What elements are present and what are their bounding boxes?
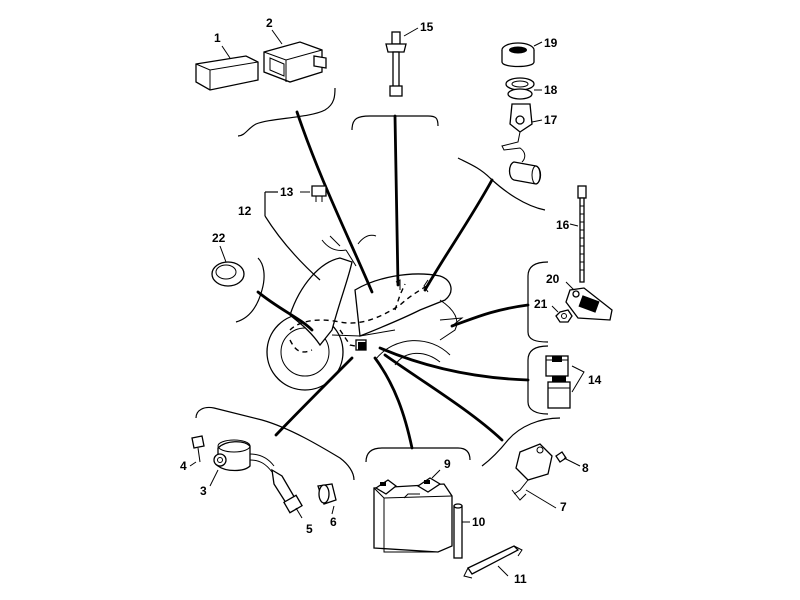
part-1-cdi-unit xyxy=(195,45,259,91)
label-7: 7 xyxy=(560,500,567,514)
part-22-horn xyxy=(211,245,245,287)
label-19: 19 xyxy=(544,36,558,50)
part-10-tube xyxy=(453,503,470,559)
label-17: 17 xyxy=(544,113,558,127)
callout-brackets xyxy=(195,87,561,481)
leader-wires xyxy=(256,110,530,450)
label-21: 21 xyxy=(534,297,548,311)
part-16-cable-tie xyxy=(569,185,587,283)
part-11-band xyxy=(463,545,523,579)
part-15-sensor xyxy=(385,27,419,97)
part-7-sensor xyxy=(511,443,557,509)
label-12: 12 xyxy=(238,204,252,218)
label-9: 9 xyxy=(444,457,451,471)
part-17-sender-unit xyxy=(501,103,543,185)
label-16: 16 xyxy=(556,218,570,232)
label-13: 13 xyxy=(280,185,294,199)
label-15: 15 xyxy=(420,20,434,34)
part-6-cap xyxy=(317,483,337,515)
part-3-ignition-coil xyxy=(209,439,275,487)
part-13-fuse xyxy=(300,185,327,202)
label-11: 11 xyxy=(514,572,527,586)
label-5: 5 xyxy=(306,522,313,536)
label-10: 10 xyxy=(472,515,486,529)
label-4: 4 xyxy=(180,459,187,473)
part-2-regulator xyxy=(263,29,327,83)
label-20: 20 xyxy=(546,272,560,286)
part-4-bolt xyxy=(189,435,205,467)
part-8-screw xyxy=(555,451,581,467)
scooter-illustration xyxy=(266,234,464,391)
label-8: 8 xyxy=(582,461,589,475)
part-9-battery xyxy=(373,469,453,553)
label-6: 6 xyxy=(330,515,337,529)
label-22: 22 xyxy=(212,231,226,245)
label-18: 18 xyxy=(544,83,558,97)
label-1: 1 xyxy=(214,31,221,45)
part-19-grommet xyxy=(501,41,543,68)
part-21-nut xyxy=(551,305,573,323)
label-2: 2 xyxy=(266,16,273,30)
part-18-ring xyxy=(505,77,542,100)
part-20-bracket xyxy=(565,281,613,321)
label-3: 3 xyxy=(200,484,207,498)
part-labels: 1 2 3 4 5 6 7 8 9 10 11 12 13 14 15 16 1… xyxy=(180,16,602,586)
part-14-relays xyxy=(545,355,585,409)
part-5-plug-cap xyxy=(271,468,303,519)
label-14: 14 xyxy=(588,373,602,387)
